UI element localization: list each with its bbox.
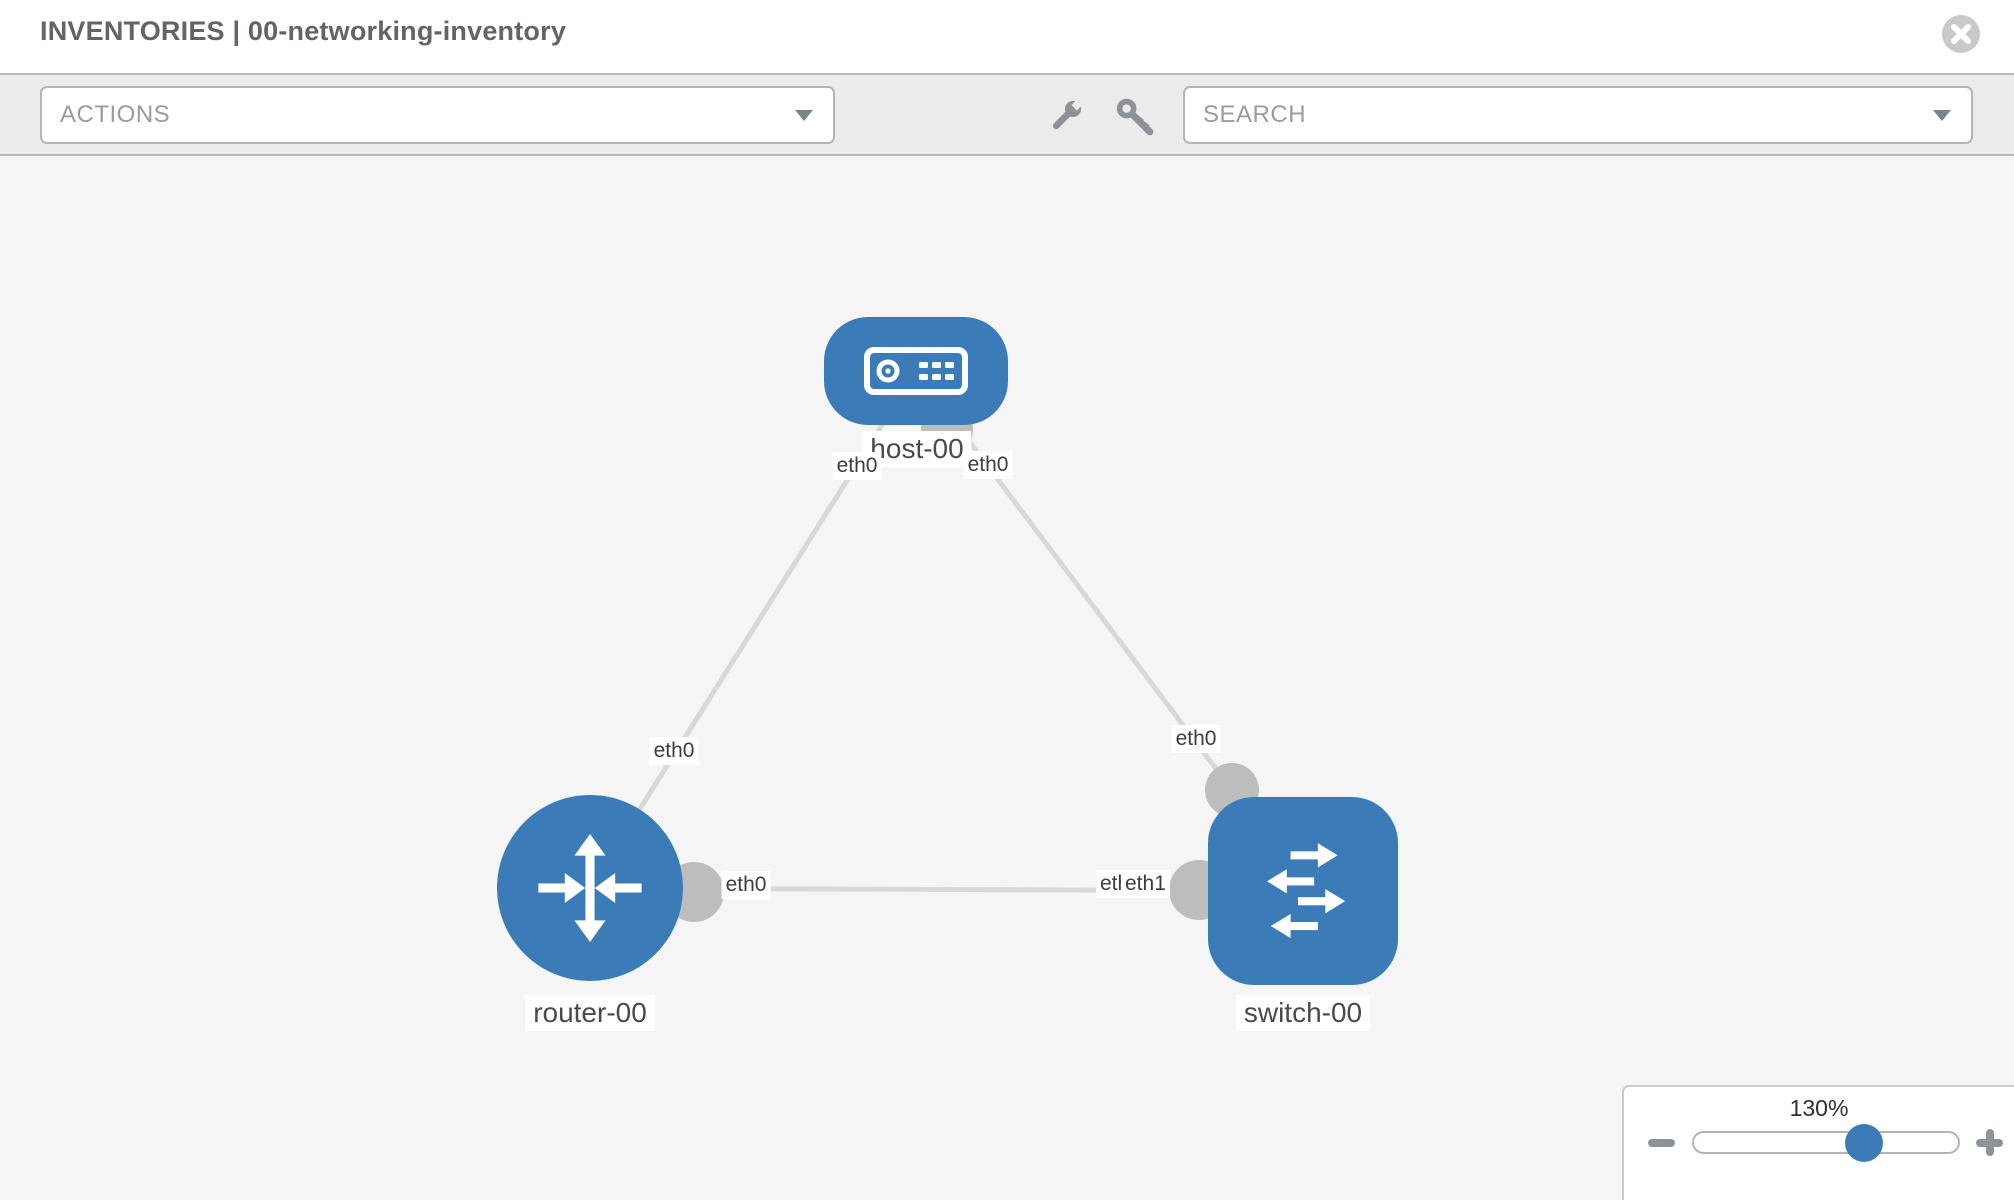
close-icon xyxy=(1951,24,1971,44)
actions-dropdown[interactable]: ACTIONS xyxy=(40,86,835,144)
switch-arrows-icon xyxy=(1267,843,1346,939)
topology-canvas[interactable]: host-00 router-00 switch-00 eth0 eth0 et… xyxy=(0,157,2014,1200)
actions-dropdown-label: ACTIONS xyxy=(60,101,171,128)
node-label-host-00: host-00 xyxy=(862,431,972,467)
zoom-level: 130% xyxy=(1789,1095,1849,1121)
interface-label: eth0 xyxy=(1171,725,1221,753)
interface-label: eth0 xyxy=(832,452,882,480)
node-label-router-00: router-00 xyxy=(525,995,655,1031)
node-switch-00[interactable] xyxy=(1208,797,1398,985)
router-arrows-icon xyxy=(538,834,642,942)
zoom-slider-thumb[interactable] xyxy=(1845,1124,1883,1162)
zoom-panel: 130% xyxy=(1622,1085,2014,1200)
key-icon[interactable] xyxy=(1114,96,1156,138)
links-layer xyxy=(587,369,1304,922)
node-label-switch-00: switch-00 xyxy=(1235,995,1371,1031)
zoom-out-minus-icon[interactable] xyxy=(1648,1139,1675,1147)
header: INVENTORIES | 00-networking-inventory xyxy=(0,0,2014,73)
close-button[interactable] xyxy=(1942,15,1980,53)
zoom-in-plus-icon[interactable] xyxy=(1976,1129,2003,1156)
chevron-down-icon xyxy=(1933,109,1951,121)
node-router-00[interactable] xyxy=(497,795,683,981)
chevron-down-icon xyxy=(795,109,813,121)
server-icon xyxy=(864,347,968,395)
zoom-slider-track[interactable] xyxy=(1692,1131,1960,1154)
page-title: INVENTORIES | 00-networking-inventory xyxy=(40,16,567,46)
interface-label: eth0 xyxy=(963,451,1013,479)
interface-label: eth1 xyxy=(1121,870,1170,898)
wrench-icon[interactable] xyxy=(1044,96,1086,138)
interface-label: eth0 xyxy=(649,737,699,765)
node-host-00[interactable] xyxy=(824,317,1008,425)
search-dropdown[interactable] xyxy=(1183,86,1973,144)
toolbar: ACTIONS xyxy=(0,73,2014,156)
search-input[interactable] xyxy=(1203,101,1933,129)
interface-label: eth0 xyxy=(721,871,771,899)
